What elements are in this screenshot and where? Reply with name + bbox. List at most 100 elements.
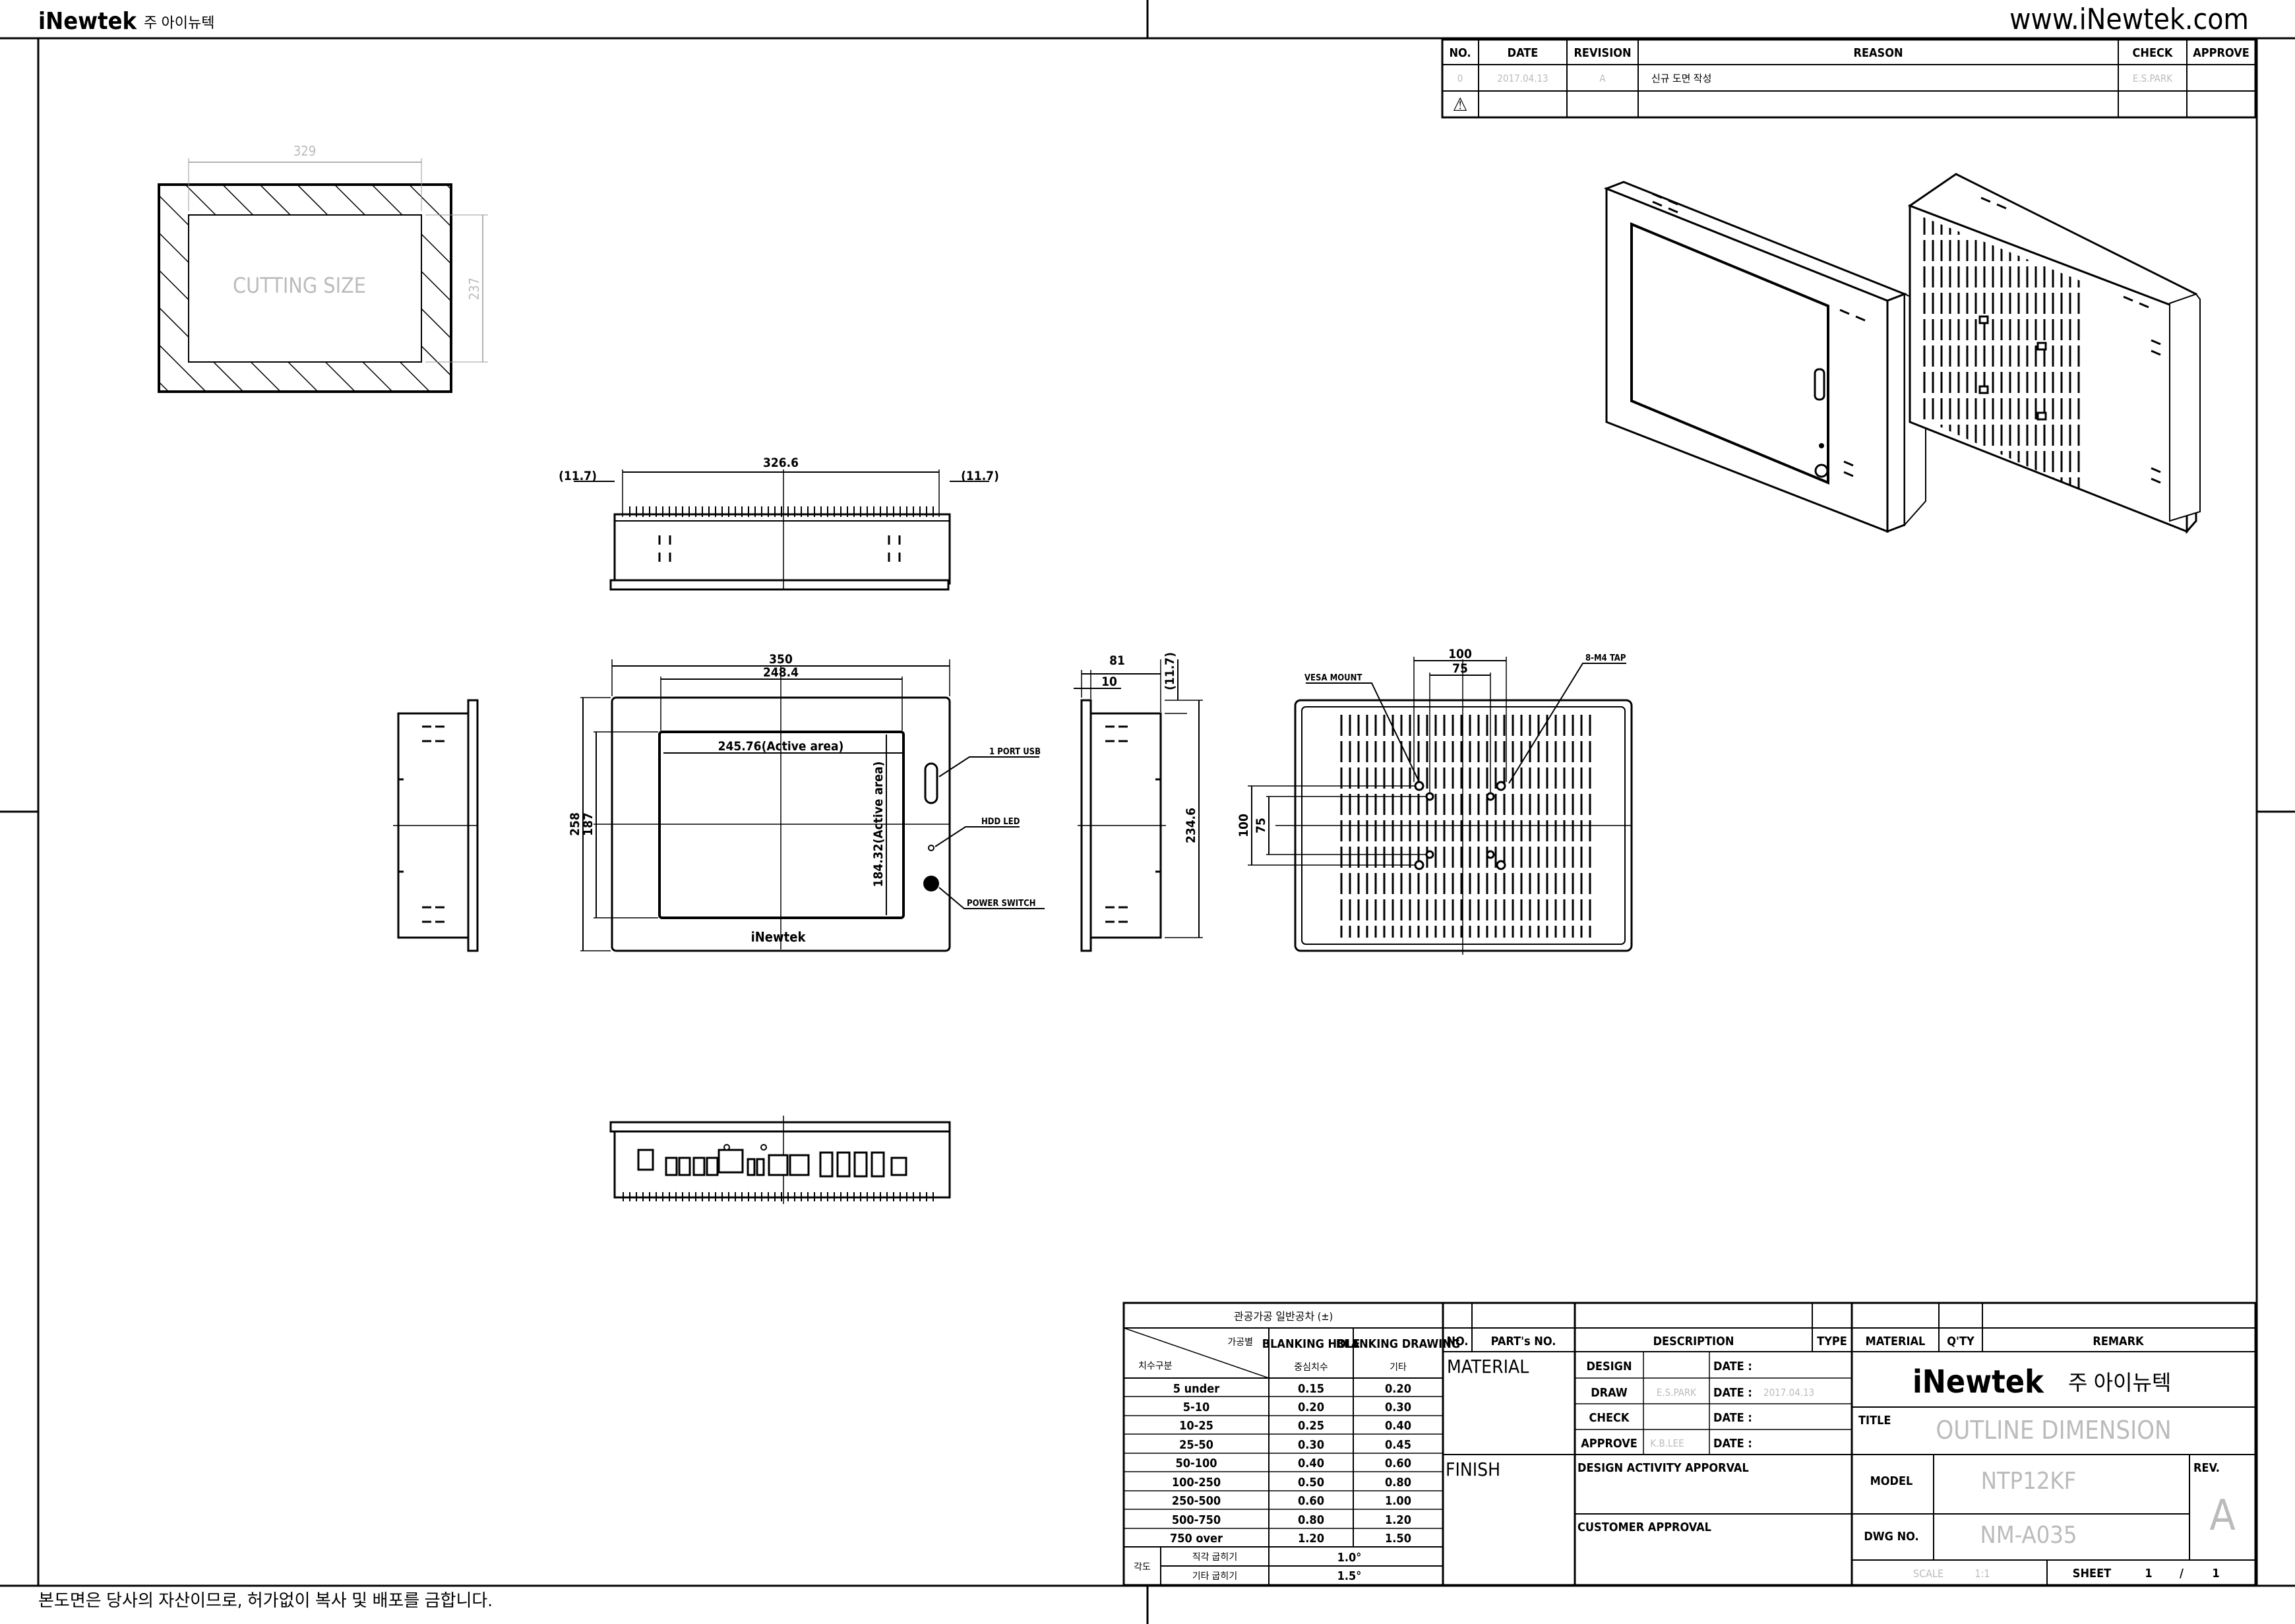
tol-row-hole: 0.50 bbox=[1298, 1476, 1324, 1489]
top-width: 326.6 bbox=[763, 456, 799, 470]
tb-draw-date: 2017.04.13 bbox=[1763, 1387, 1814, 1398]
rev-header-check: CHECK bbox=[2133, 46, 2174, 60]
tb-rev: A bbox=[2209, 1491, 2235, 1540]
top-view: 326.6 (11.7) (11.7) bbox=[559, 456, 999, 591]
tb-dwg-label: DWG NO. bbox=[1864, 1530, 1918, 1544]
tol-row-hole: 0.80 bbox=[1298, 1513, 1324, 1527]
rear-vesa-outer-h: 100 bbox=[1448, 647, 1472, 661]
tolerance-col1-sub: 중심치수 bbox=[1294, 1362, 1328, 1373]
front-bezel-logo: iNewtek bbox=[751, 929, 807, 945]
tb-dwg: NM-A035 bbox=[1980, 1522, 2077, 1549]
tb-sheet-sep: / bbox=[2180, 1567, 2184, 1580]
cutout-height: 237 bbox=[466, 278, 482, 300]
rear-vesa-inner-v: 75 bbox=[1254, 818, 1268, 833]
tb-company-name: 주 아이뉴텍 bbox=[2068, 1370, 2171, 1395]
side-bezel: 10 bbox=[1101, 675, 1117, 689]
tb-scale-label: SCALE bbox=[1913, 1567, 1943, 1580]
side-height: 234.6 bbox=[1184, 808, 1198, 843]
tol-row-label: 10-25 bbox=[1179, 1419, 1213, 1433]
tol-row-label: 5 under bbox=[1173, 1382, 1220, 1396]
tb-draw: DRAW bbox=[1591, 1386, 1628, 1400]
hdd-led-icon bbox=[928, 845, 934, 851]
callout-usb: 1 PORT USB bbox=[989, 747, 1041, 757]
power-switch-icon bbox=[923, 876, 939, 891]
cutout-view: 329 237 CUTTING SIZE bbox=[158, 143, 488, 393]
tol-row-hole: 0.20 bbox=[1298, 1400, 1324, 1414]
tb-model: NTP12KF bbox=[1981, 1468, 2077, 1495]
tol-angle-right: 1.0° bbox=[1337, 1551, 1362, 1565]
right-side-view: 81 10 (11.7) 234.6 bbox=[1074, 652, 1203, 952]
tol-row-hole: 0.40 bbox=[1298, 1457, 1324, 1470]
tb-title-label: TITLE bbox=[1858, 1414, 1891, 1428]
front-inner-width: 248.4 bbox=[763, 665, 799, 680]
tb-header-material: MATERIAL bbox=[1866, 1335, 1926, 1348]
tb-approve: APPROVE bbox=[1581, 1437, 1637, 1451]
tol-angle-right-label: 직각 굽히기 bbox=[1192, 1552, 1237, 1563]
rev-header-revision: REVISION bbox=[1574, 46, 1631, 60]
rev-row-check: E.S.PARK bbox=[2133, 73, 2173, 84]
tolerance-col2-sub: 기타 bbox=[1390, 1362, 1407, 1373]
tol-row-label: 500-750 bbox=[1172, 1513, 1221, 1527]
tolerance-table: 관공가공 일반공차 (±) 가공별 치수구분 BLANKING HOLE 중심치… bbox=[1122, 1302, 1460, 1586]
tol-row-draw: 0.20 bbox=[1385, 1382, 1411, 1396]
tb-scale: 1:1 bbox=[1974, 1567, 1990, 1580]
tolerance-title: 관공가공 일반공차 (±) bbox=[1234, 1310, 1333, 1323]
tb-check: CHECK bbox=[1589, 1411, 1630, 1425]
front-active-width: 245.76(Active area) bbox=[718, 739, 844, 754]
rev-header-no: NO. bbox=[1449, 46, 1471, 60]
header-company-name: 주 아이뉴텍 bbox=[144, 15, 215, 32]
bottom-io-view bbox=[609, 1116, 951, 1204]
rev-header-approve: APPROVE bbox=[2193, 46, 2249, 60]
tol-row-draw: 1.50 bbox=[1385, 1532, 1411, 1546]
tb-sheet-label: SHEET bbox=[2073, 1567, 2111, 1580]
front-overall-height: 258 bbox=[568, 812, 582, 836]
tol-row-hole: 0.15 bbox=[1298, 1382, 1324, 1396]
iso-front-render bbox=[1603, 181, 1926, 533]
tol-row-draw: 0.60 bbox=[1385, 1457, 1411, 1470]
rear-view: 100 75 100 75 VESA MOUNT 8-M4 TAP bbox=[1237, 647, 1633, 955]
tol-row-draw: 0.40 bbox=[1385, 1419, 1411, 1433]
tb-header-part: PART's NO. bbox=[1491, 1335, 1556, 1348]
tol-angle-other: 1.5° bbox=[1337, 1569, 1362, 1583]
tol-row-hole: 0.30 bbox=[1298, 1438, 1324, 1452]
front-view: iNewtek 350 248.4 245.76(Active area) 25… bbox=[568, 652, 1045, 952]
front-inner-height: 187 bbox=[581, 812, 596, 836]
tolerance-col2: BLANKING DRAWING bbox=[1336, 1337, 1460, 1351]
rev-row-revision: A bbox=[1599, 73, 1606, 84]
rear-vesa-inner-h: 75 bbox=[1452, 661, 1468, 676]
tb-sheet-number: 1 bbox=[2145, 1567, 2152, 1580]
tol-row-hole: 1.20 bbox=[1298, 1532, 1324, 1546]
front-overall-width: 350 bbox=[769, 652, 793, 667]
tol-row-label: 5-10 bbox=[1183, 1400, 1210, 1414]
tol-row-draw: 0.45 bbox=[1385, 1438, 1411, 1452]
tb-header-no: NO. bbox=[1446, 1335, 1468, 1348]
callout-hdd-led: HDD LED bbox=[981, 817, 1020, 827]
tb-model-label: MODEL bbox=[1870, 1474, 1913, 1488]
tol-row-hole: 0.60 bbox=[1298, 1494, 1324, 1508]
rev-header-date: DATE bbox=[1508, 46, 1539, 60]
callout-power-switch: POWER SWITCH bbox=[967, 899, 1036, 909]
tb-header-type: TYPE bbox=[1817, 1335, 1847, 1348]
tb-brand-logo: iNewtek bbox=[1912, 1364, 2044, 1400]
tol-row-draw: 0.30 bbox=[1385, 1400, 1411, 1414]
footer-notice: 본도면은 당사의 자산이므로, 허가없이 복사 및 배포를 금합니다. bbox=[38, 1591, 493, 1611]
title-block: NO. PART's NO. DESCRIPTION TYPE MATERIAL… bbox=[1442, 1302, 2257, 1586]
tol-row-draw: 0.80 bbox=[1385, 1476, 1411, 1489]
tb-title: OUTLINE DIMENSION bbox=[1936, 1416, 2171, 1445]
left-side-view bbox=[393, 699, 479, 952]
tb-header-desc: DESCRIPTION bbox=[1653, 1335, 1734, 1348]
tb-approve-date: DATE : bbox=[1713, 1437, 1752, 1451]
rev-row-reason: 신규 도면 작성 bbox=[1651, 73, 1711, 84]
tol-row-draw: 1.20 bbox=[1385, 1513, 1411, 1527]
revision-table: NO. DATE REVISION REASON CHECK APPROVE 0… bbox=[1441, 38, 2257, 119]
header-brand-logo: iNewtek bbox=[38, 8, 138, 35]
tb-draw-date-label: DATE : bbox=[1713, 1386, 1752, 1400]
rev-header-reason: REASON bbox=[1853, 46, 1903, 60]
tol-row-draw: 1.00 bbox=[1385, 1494, 1411, 1508]
rev-row-date: 2017.04.13 bbox=[1497, 73, 1548, 84]
tb-check-date: DATE : bbox=[1713, 1411, 1752, 1425]
tb-design: DESIGN bbox=[1586, 1360, 1632, 1373]
rev-row-no: 0 bbox=[1457, 73, 1463, 84]
tolerance-corner-bottom: 치수구분 bbox=[1138, 1361, 1173, 1371]
